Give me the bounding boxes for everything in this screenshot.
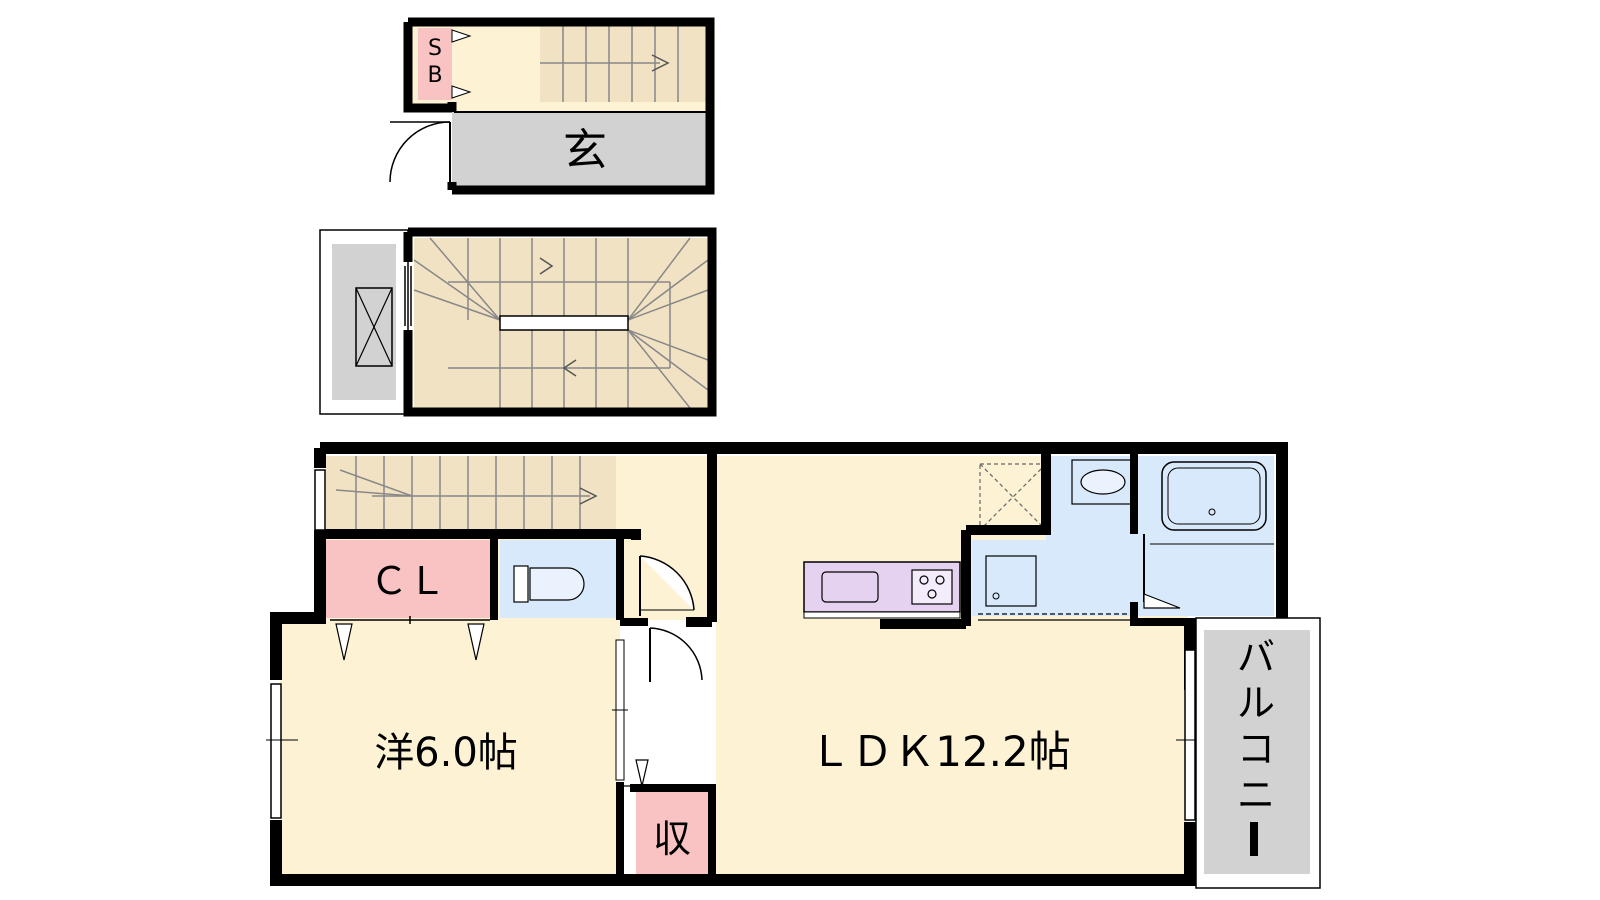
entrance-area (452, 112, 708, 190)
main-floor: ＣＬ 洋6.0帖 ＬＤＫ12.2帖 収 (266, 442, 1321, 889)
burner-icon (919, 575, 929, 585)
hall-right-wall (686, 448, 717, 627)
kitchen-sink (821, 571, 879, 603)
shoe-box-label-b: B (427, 63, 442, 88)
closet-toilet-walls (490, 534, 624, 620)
counter-edge (803, 611, 961, 619)
shoe-box-label-s: S (428, 36, 442, 61)
balcony-label-dash (1250, 822, 1258, 856)
main-outer-walls (270, 448, 1196, 886)
washing-machine-space (985, 555, 1037, 607)
storage-walls (630, 784, 716, 880)
storage (636, 788, 708, 874)
storage-door[interactable] (624, 759, 649, 787)
balcony-label-char: バ (1237, 635, 1275, 679)
shoe-box-door-top (451, 29, 472, 43)
stove (911, 569, 953, 605)
burner-icon (935, 575, 945, 585)
closet-label: ＣＬ (370, 559, 446, 603)
balcony-label: バ ル コ ニ (1237, 635, 1275, 856)
basin-bowl (1080, 469, 1126, 495)
bath-drain-icon (1208, 508, 1216, 516)
stair-center-wall (499, 315, 629, 331)
kitchen-walls (880, 448, 1051, 629)
toilet-door[interactable] (639, 555, 695, 616)
stair-bottom-wall (320, 529, 641, 540)
bath-door[interactable] (1143, 534, 1181, 609)
main-top-wall (320, 442, 1288, 624)
stair-floor-walls (403, 227, 717, 417)
western-hall-window (612, 639, 628, 781)
fridge-cross-b (979, 463, 1047, 531)
shoe-box-door-bottom (451, 85, 472, 99)
closet-doors[interactable] (330, 616, 490, 661)
storage-label: 収 (653, 817, 691, 861)
stair-window (404, 266, 412, 326)
western-room (280, 618, 620, 874)
closet (326, 540, 490, 618)
main-stair-treads (335, 456, 590, 530)
drain-icon (992, 592, 1000, 600)
hall-window (314, 469, 326, 531)
western-room-window (266, 683, 298, 819)
balcony-label-char: ニ (1237, 773, 1275, 817)
shoe-box (418, 28, 452, 100)
western-room-label: 洋6.0帖 (374, 730, 518, 776)
outdoor-unit-cross-b (355, 287, 393, 367)
toilet-icon (529, 567, 585, 601)
stair-treads (413, 237, 709, 409)
upper-stair-arrow (651, 54, 670, 72)
stair-arrow-down (562, 359, 577, 377)
main-stair-arrow (579, 487, 598, 505)
balcony-label-char: ル (1237, 681, 1275, 725)
outdoor-unit (355, 287, 393, 367)
washroom-sliding-door[interactable] (978, 613, 1130, 621)
fridge-cross-a (979, 463, 1047, 531)
toilet-tank (513, 565, 529, 603)
middle-balcony-floor (332, 244, 396, 400)
western-room-door[interactable] (649, 627, 703, 682)
bathtub-inner (1167, 467, 1261, 525)
entrance-label: 玄 (563, 125, 607, 176)
stair-arrow-up (539, 257, 554, 275)
entrance-floor: 玄 S B (389, 17, 715, 195)
burner-icon (927, 589, 937, 599)
entrance-door[interactable] (389, 121, 451, 183)
upper-stair-treads (540, 24, 679, 102)
bathtub (1161, 461, 1267, 531)
ldk-label: ＬＤＫ12.2帖 (809, 727, 1071, 776)
balcony-label-char: コ (1237, 727, 1275, 771)
entrance-floor-walls (403, 17, 715, 195)
stair-floor (319, 227, 717, 417)
